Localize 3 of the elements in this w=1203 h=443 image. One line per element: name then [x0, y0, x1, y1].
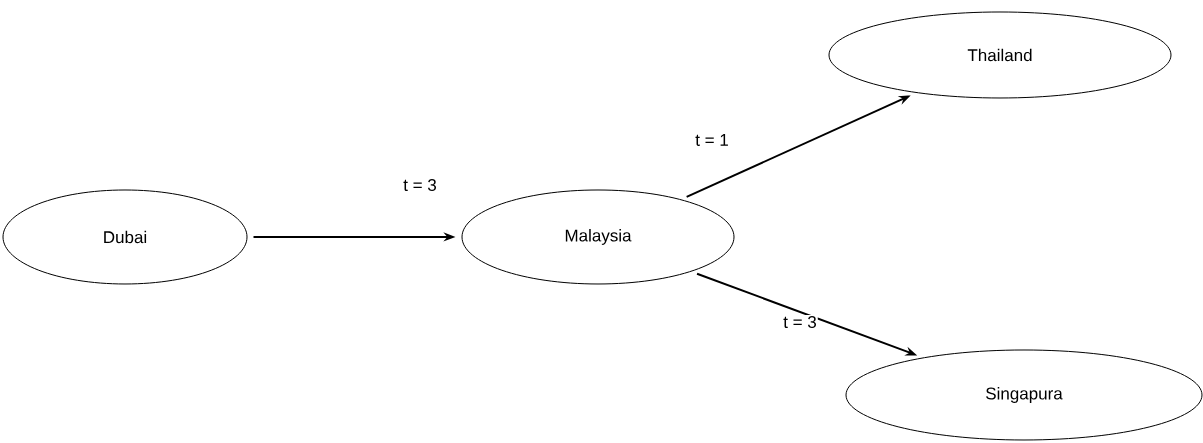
- edge-label: t = 1: [694, 133, 730, 147]
- edge-label: t = 3: [402, 177, 438, 192]
- edge-label: t = 3: [782, 314, 818, 329]
